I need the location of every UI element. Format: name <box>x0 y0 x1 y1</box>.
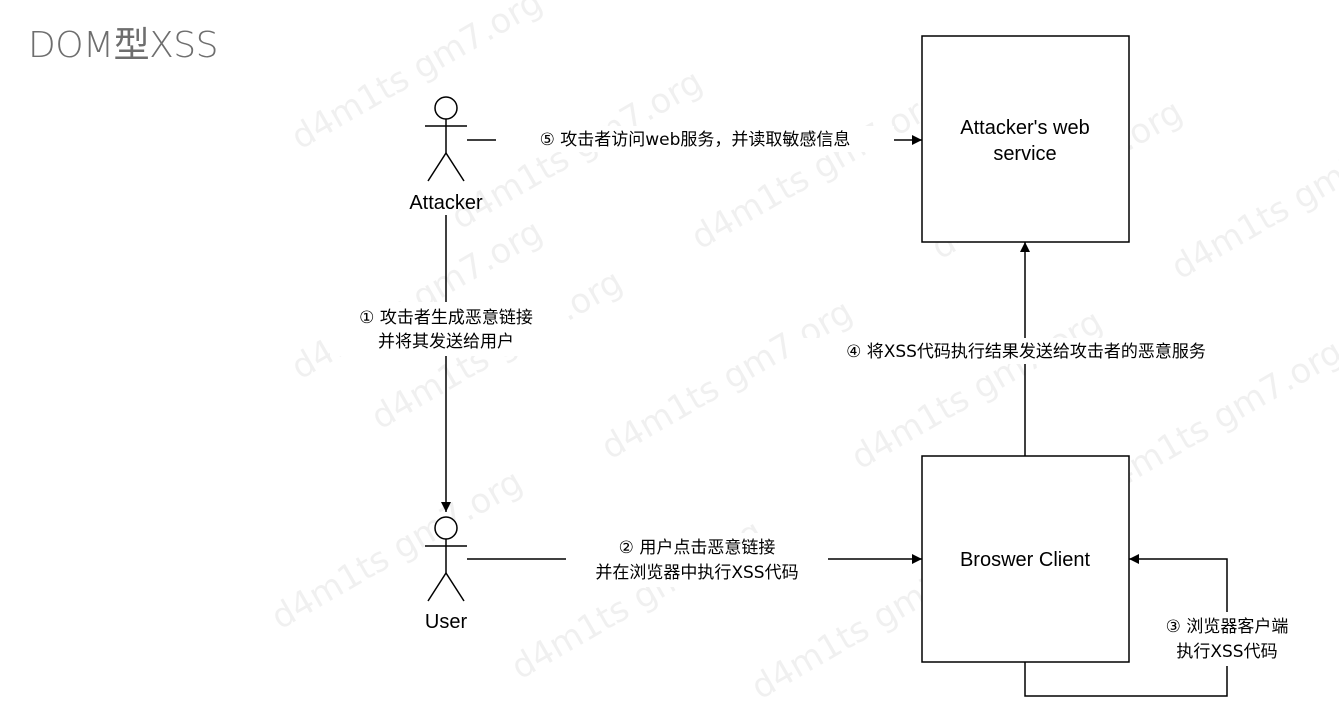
edge-step2-label-line1: ② 用户点击恶意链接 <box>619 538 776 558</box>
edge-step5-label-bg <box>496 126 894 152</box>
page-title: DOM型XSS <box>28 25 218 66</box>
edge-step1-label-bg <box>330 302 562 356</box>
watermark: d4m1ts gm7.org <box>845 302 1110 478</box>
watermark: d4m1ts gm7.org <box>595 292 860 468</box>
edge-step3-label-line1: ③ 浏览器客户端 <box>1166 617 1289 637</box>
edge-step3-label-bg <box>1145 612 1311 666</box>
attacker-actor-icon <box>425 96 467 182</box>
browser-client-label: Broswer Client <box>960 549 1090 571</box>
watermark: d4m1ts gm7.org <box>685 82 950 258</box>
attacker-service-box <box>921 35 1130 243</box>
edge-step3 <box>1024 554 1228 697</box>
browser-client-box <box>921 455 1130 663</box>
edge-step1-label-line1: ① 攻击者生成恶意链接 <box>359 308 533 328</box>
edge-step4-label-bg <box>793 338 1259 364</box>
edge-step1-label-line2: 并将其发送给用户 <box>378 332 514 352</box>
edge-step5-label: ⑤ 攻击者访问web服务，并读取敏感信息 <box>540 130 851 150</box>
edge-step4-label: ④ 将XSS代码执行结果发送给攻击者的恶意服务 <box>846 342 1206 362</box>
attacker-service-label-line1: Attacker's web <box>960 117 1089 139</box>
edge-step3-label-line2: 执行XSS代码 <box>1176 642 1277 662</box>
user-label: User <box>425 611 468 633</box>
watermark: d4m1ts gm7.org <box>265 462 530 638</box>
user-actor-icon <box>425 516 467 602</box>
edge-step2-label-line2: 并在浏览器中执行XSS代码 <box>595 563 798 583</box>
watermark: d4m1ts gm7.org <box>1165 112 1339 288</box>
edge-step2-label-bg <box>566 533 828 587</box>
attacker-label: Attacker <box>409 192 483 214</box>
attacker-service-label-line2: service <box>993 143 1056 165</box>
